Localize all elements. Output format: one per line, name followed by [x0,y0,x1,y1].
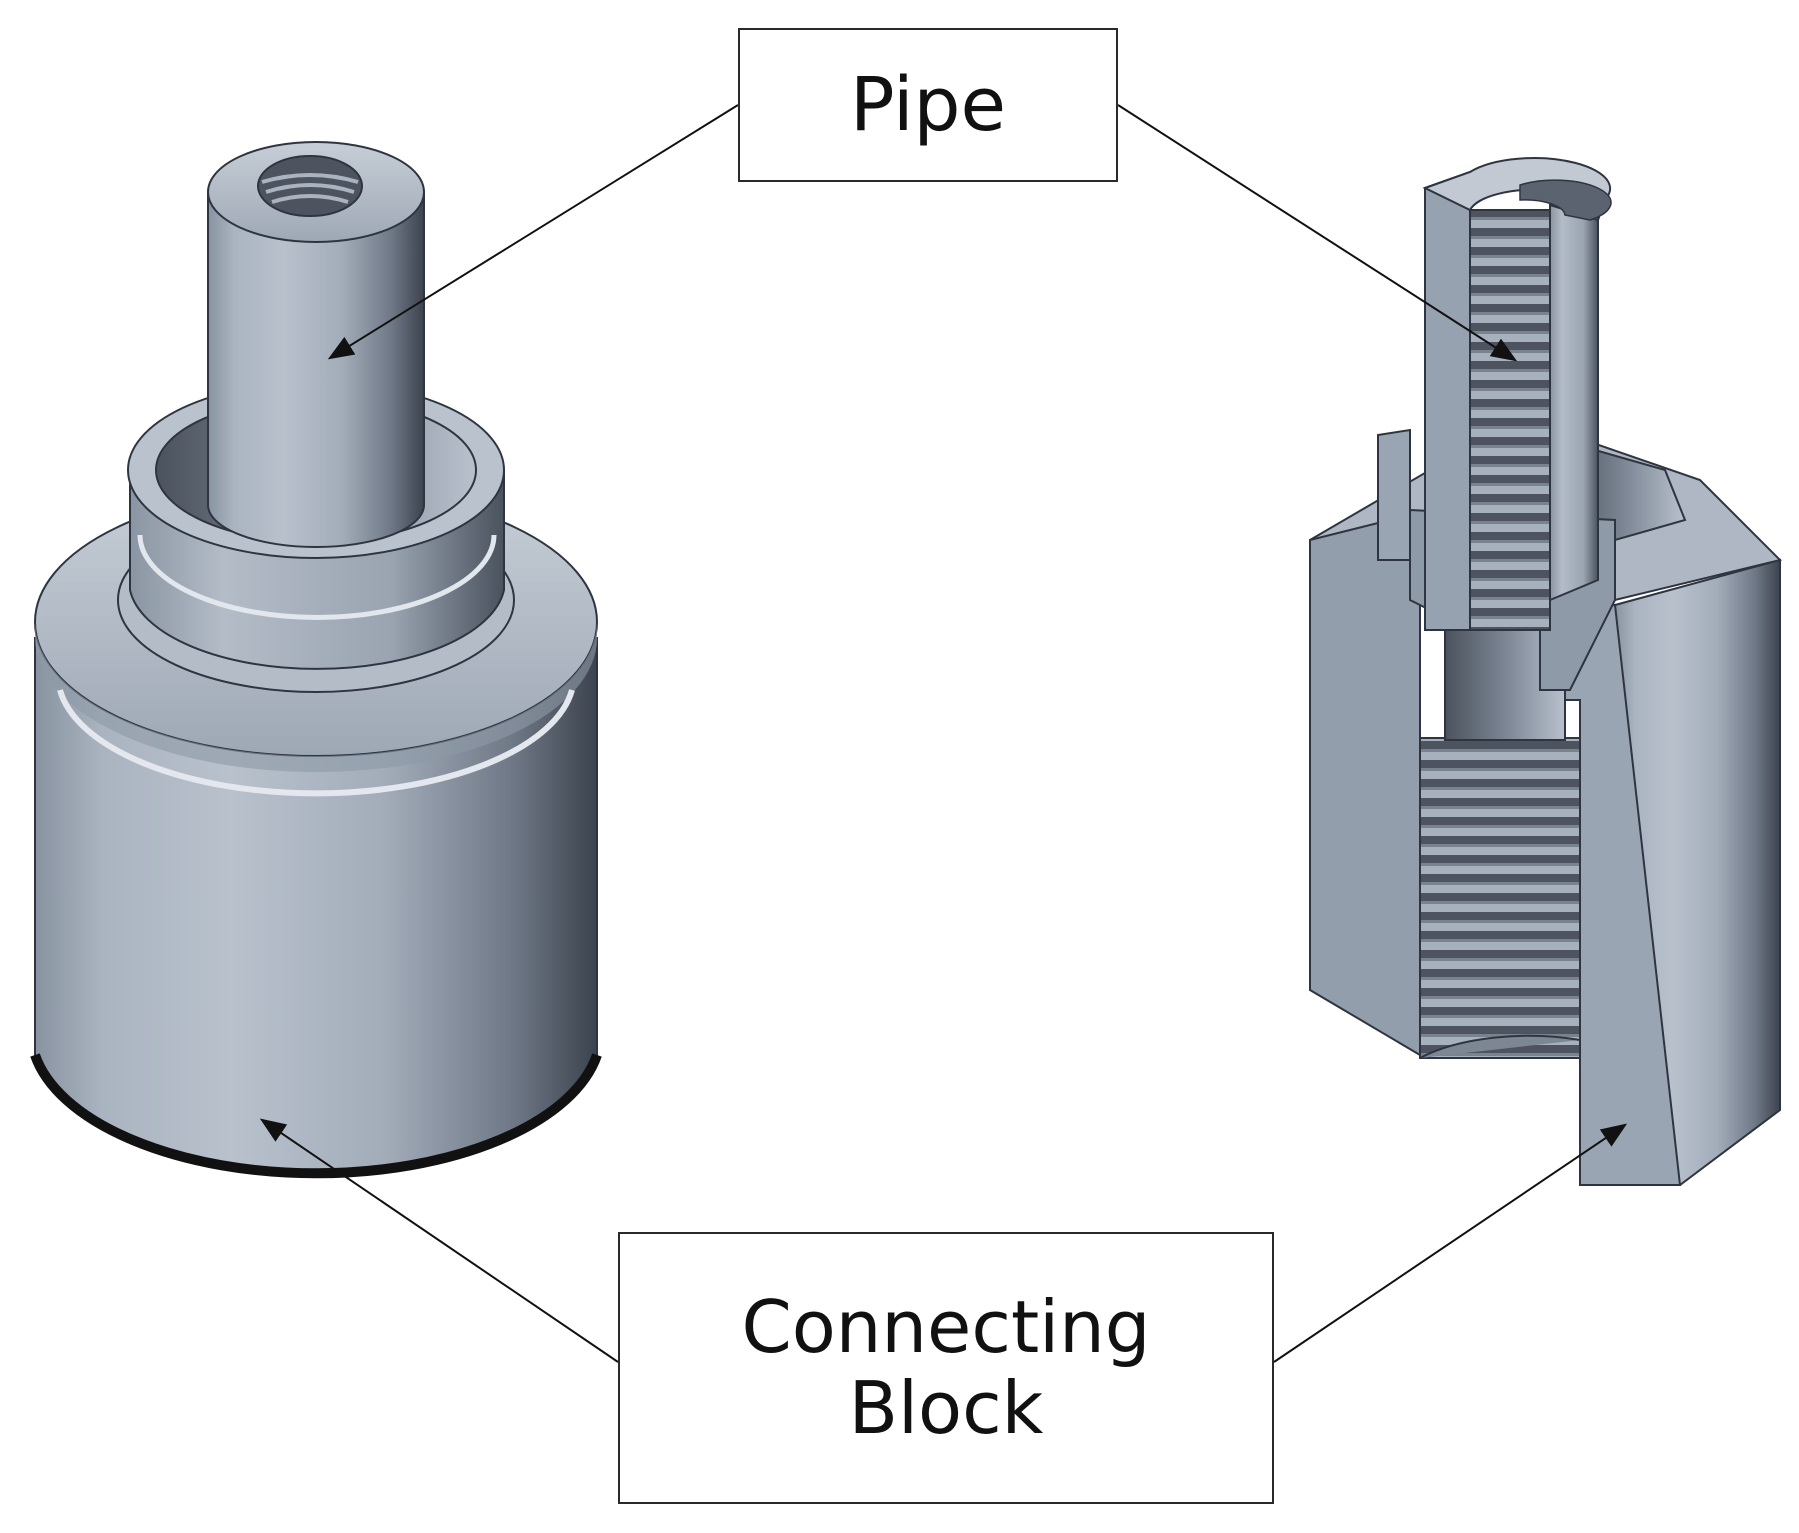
connecting-block-label: Connecting Block [618,1232,1274,1504]
leader-lines [259,104,1628,1363]
block-leader-left [259,1118,619,1363]
pipe-label-text: Pipe [849,61,1007,148]
pipe-exterior [207,141,425,548]
block-leader-right [1273,1123,1628,1363]
pipe-leader-left [327,104,739,360]
pipe-label: Pipe [738,28,1118,182]
connecting-block-label-line2: Block [848,1366,1044,1450]
pipe-section [1422,157,1612,631]
pipe-leader-right [1117,104,1518,362]
connecting-block-label-line1: Connecting [741,1285,1151,1370]
exterior-view-assembly [30,141,602,1179]
cross-section-view-assembly [1309,157,1782,1186]
